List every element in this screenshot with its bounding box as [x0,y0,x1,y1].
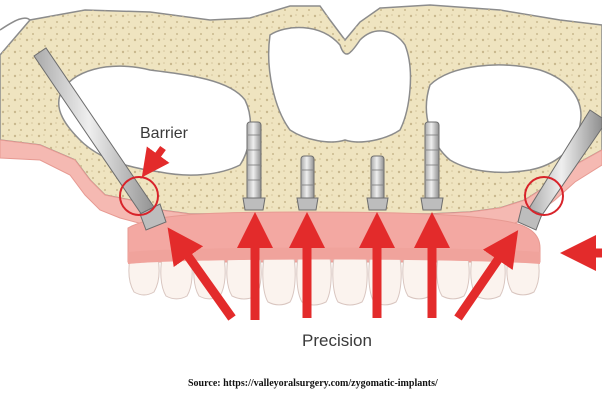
tooth [436,257,470,300]
straight-implant-4 [420,121,444,211]
straight-implant-1 [242,121,266,211]
tooth [296,257,332,306]
straight-implant-2 [296,155,319,211]
precision-label: Precision [302,331,372,350]
barrier-circle-left [119,176,159,216]
implant-threads [248,134,438,186]
nasal-cavity [267,26,412,143]
right-sinus [425,64,582,174]
tooth [262,257,296,306]
barrier-label: Barrier [140,125,189,142]
barrier-arrow [141,145,170,178]
arrows [141,145,602,321]
source-caption: Source: https://valleyoralsurgery.com/zy… [188,378,438,389]
precision-arrow-6 [454,230,519,321]
tooth [128,257,160,296]
tooth [160,257,193,300]
precision-arrow-1 [167,227,236,321]
barrier-circle-right [524,176,564,216]
straight-implant-3 [366,155,389,211]
tooth [332,257,368,306]
zygomatic-implant-right [517,109,602,231]
gum-margin [128,247,540,264]
